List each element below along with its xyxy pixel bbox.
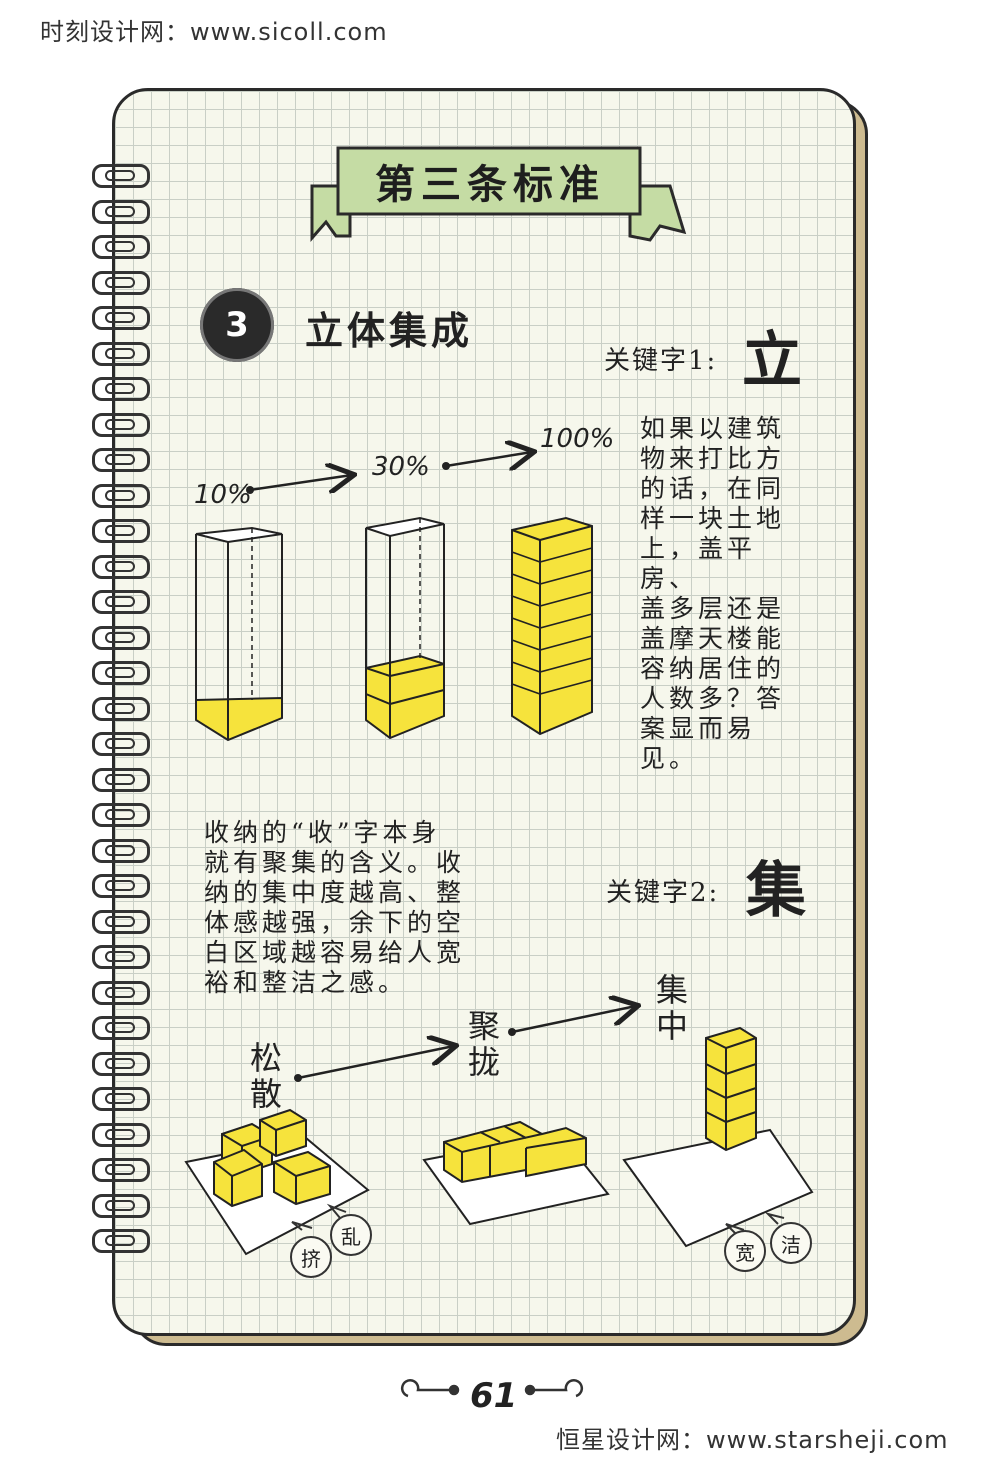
spiral-ring bbox=[92, 554, 150, 579]
section-title: 立体集成 bbox=[305, 308, 474, 353]
spiral-ring bbox=[92, 838, 150, 863]
paragraph2-line: 收纳的“收”字本身 bbox=[204, 818, 441, 847]
percent-30: 30% bbox=[372, 452, 430, 482]
spiral-ring bbox=[92, 980, 150, 1005]
spiral-ring bbox=[92, 412, 150, 437]
spiral-ring bbox=[92, 1122, 150, 1147]
paragraph2-line: 裕和整洁之感。 bbox=[204, 968, 408, 997]
bubble-crowded: 挤 bbox=[290, 1236, 332, 1278]
spiral-ring bbox=[92, 909, 150, 934]
paragraph2-line: 纳的集中度越高、整 bbox=[204, 878, 466, 907]
spiral-ring bbox=[92, 696, 150, 721]
spiral-ring bbox=[92, 945, 150, 969]
page-number: 61 bbox=[470, 1376, 518, 1416]
spiral-ring bbox=[92, 164, 150, 188]
spiral-ring bbox=[92, 767, 150, 792]
spiral-ring bbox=[92, 625, 150, 650]
paragraph1-line: 的话，在同 bbox=[640, 474, 786, 503]
paragraph2-line: 白区域越容易给人宽 bbox=[204, 938, 466, 967]
paragraph1-line: 人数多？答 bbox=[640, 684, 786, 713]
spiral-ring bbox=[92, 1193, 150, 1218]
spiral-ring bbox=[92, 270, 150, 295]
keyword2-char: 集 bbox=[746, 856, 806, 926]
spiral-ring bbox=[92, 306, 150, 330]
paragraph1-line: 案显而易见。 bbox=[640, 714, 757, 773]
paragraph1-line: 盖摩天楼能 bbox=[640, 624, 786, 653]
building-100pct bbox=[511, 516, 593, 736]
spiral-ring bbox=[92, 590, 150, 614]
section-number-badge: 3 bbox=[200, 288, 274, 362]
spiral-ring bbox=[92, 377, 150, 401]
spiral-ring bbox=[92, 1229, 150, 1253]
label-concentrate: 集中 bbox=[655, 971, 688, 1045]
keyword1-char: 立 bbox=[742, 326, 802, 396]
label-loose: 松散 bbox=[249, 1039, 282, 1113]
paragraph1-line: 盖多层还是 bbox=[640, 594, 786, 623]
spiral-ring bbox=[92, 661, 150, 685]
spiral-ring bbox=[92, 519, 150, 543]
paragraph1-line: 样一块土地 bbox=[640, 504, 786, 533]
spiral-ring bbox=[92, 199, 150, 224]
bubble-clean: 洁 bbox=[770, 1222, 812, 1264]
percent-10: 10% bbox=[194, 480, 252, 510]
building-30pct bbox=[365, 516, 445, 740]
paragraph1-line: 容纳居住的 bbox=[640, 654, 786, 683]
spiral-ring bbox=[92, 874, 150, 898]
spiral-ring bbox=[92, 235, 150, 259]
paragraph1-line: 如果以建筑 bbox=[640, 414, 786, 443]
spiral-ring bbox=[92, 448, 150, 472]
watermark-top: 时刻设计网：www.sicoll.com bbox=[40, 18, 388, 46]
percent-100: 100% bbox=[540, 424, 615, 454]
spiral-ring bbox=[92, 483, 150, 508]
paragraph2-line: 体感越强，余下的空 bbox=[204, 908, 466, 937]
paragraph-collection-meaning: 收纳的“收”字本身就有聚集的含义。收纳的集中度越高、整体感越强，余下的空白区域越… bbox=[204, 818, 474, 998]
spiral-ring bbox=[92, 1158, 150, 1182]
spiral-ring bbox=[92, 1087, 150, 1111]
paragraph-building-analogy: 如果以建筑物来打比方的话，在同样一块土地上，盖平房、盖多层还是盖摩天楼能容纳居住… bbox=[640, 414, 810, 774]
paragraph1-line: 物来打比方 bbox=[640, 444, 786, 473]
spiral-ring bbox=[92, 803, 150, 827]
bubble-messy: 乱 bbox=[330, 1214, 372, 1256]
paragraph2-line: 就有聚集的含义。收 bbox=[204, 848, 466, 877]
watermark-bottom: 恒星设计网：www.starsheji.com bbox=[556, 1426, 949, 1454]
spiral-ring bbox=[92, 732, 150, 756]
banner-title: 第三条标准 bbox=[375, 161, 605, 208]
bubble-wide: 宽 bbox=[724, 1230, 766, 1272]
label-gather: 聚拢 bbox=[467, 1007, 500, 1081]
paragraph1-line: 上，盖平房、 bbox=[640, 534, 757, 593]
spiral-ring bbox=[92, 341, 150, 366]
building-10pct bbox=[195, 526, 283, 742]
keyword2-label: 关键字2: bbox=[606, 878, 720, 908]
spiral-ring bbox=[92, 1016, 150, 1040]
keyword1-label: 关键字1: bbox=[604, 346, 718, 376]
spiral-ring bbox=[92, 1051, 150, 1076]
